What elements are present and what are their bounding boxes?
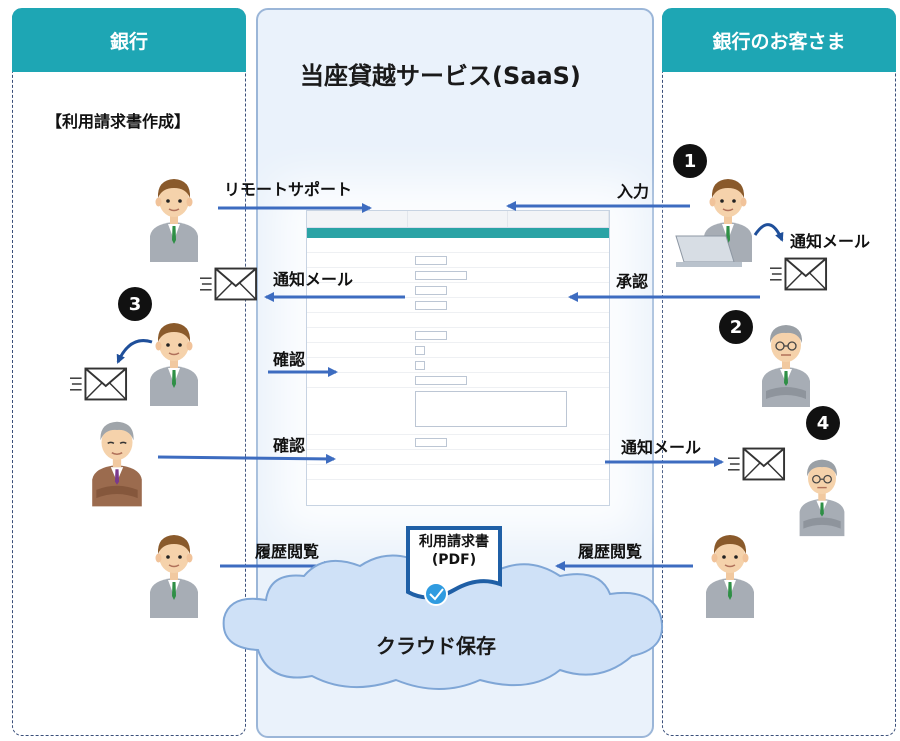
document-label: 利用請求書 (PDF) xyxy=(406,533,502,569)
label-remote-support: リモートサポート xyxy=(224,180,353,199)
label-notify-mail-to-customer: 通知メール xyxy=(621,438,702,457)
screen-topbar xyxy=(307,211,609,228)
label-notify-mail-bank: 通知メール xyxy=(273,270,354,289)
customer-header: 銀行のお客さま xyxy=(662,8,896,72)
bank-staff-icon xyxy=(149,322,199,407)
step-badge-1: 1 xyxy=(673,144,707,178)
label-notify-mail-customer: 通知メール xyxy=(790,232,871,251)
label-confirm-2: 確認 xyxy=(273,436,306,455)
document-label-line1: 利用請求書 xyxy=(419,534,489,550)
curved-arrow-customer-mail xyxy=(753,223,784,242)
arrow-confirm-2 xyxy=(157,453,336,464)
step-badge-2: 2 xyxy=(719,310,753,344)
service-title: 当座貸越サービス(SaaS) xyxy=(300,62,581,90)
app-screen-preview xyxy=(306,210,610,506)
label-approve: 承認 xyxy=(616,272,649,291)
step-badge-4: 4 xyxy=(806,406,840,440)
bank-staff-icon xyxy=(149,178,199,263)
customer-staff-icon xyxy=(705,534,755,619)
envelope-icon xyxy=(770,257,828,291)
bank-manager-icon xyxy=(91,420,143,508)
bank-staff-icon xyxy=(149,534,199,619)
laptop-icon xyxy=(675,235,742,267)
step-badge-3: 3 xyxy=(118,287,152,321)
label-confirm-1: 確認 xyxy=(273,350,306,369)
cloud-shape xyxy=(222,554,664,690)
cloud-label: クラウド保存 xyxy=(376,634,496,658)
customer-approver-icon xyxy=(761,324,811,408)
envelope-icon xyxy=(70,367,128,401)
customer-approver-icon xyxy=(798,458,846,537)
envelope-icon xyxy=(200,267,258,301)
pdf-document-icon xyxy=(406,526,502,606)
label-history-bank: 履歴閲覧 xyxy=(255,542,320,561)
screen-section-bar xyxy=(307,228,609,238)
label-history-customer: 履歴閲覧 xyxy=(578,542,643,561)
bank-subtitle: 【利用請求書作成】 xyxy=(46,112,191,131)
envelope-icon xyxy=(728,447,786,481)
curved-arrow-bank-mail xyxy=(116,339,153,364)
bank-header: 銀行 xyxy=(12,8,246,72)
document-label-line2: (PDF) xyxy=(431,552,477,568)
label-input: 入力 xyxy=(617,182,650,201)
